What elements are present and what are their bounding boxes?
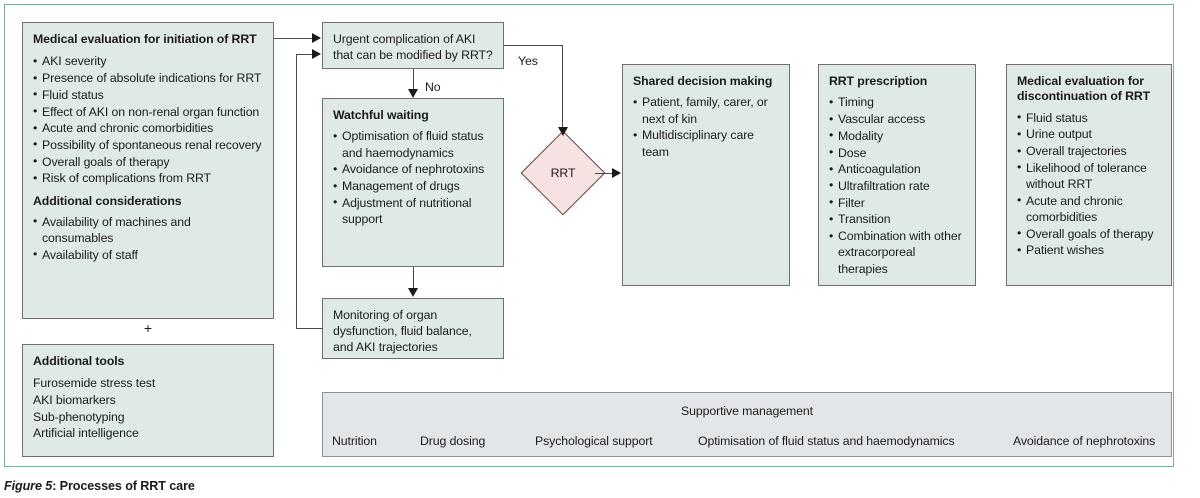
list-item: Risk of complications from RRT bbox=[33, 170, 263, 186]
list-item: Overall trajectories bbox=[1017, 143, 1161, 159]
list-item: Ultrafiltration rate bbox=[829, 177, 965, 194]
box-additional-tools-list: Furosemide stress test AKI biomarkers Su… bbox=[33, 375, 263, 441]
list-item: Possibility of spontaneous renal recover… bbox=[33, 136, 263, 153]
box-initiation-title: Medical evaluation for initiation of RRT bbox=[33, 32, 257, 46]
box-discontinuation-list: Fluid status Urine output Overall trajec… bbox=[1017, 109, 1161, 259]
box-urgent-complication-text: Urgent complication of AKI that can be m… bbox=[333, 32, 493, 63]
connector-rrt-to-shared bbox=[595, 173, 614, 174]
supportive-management-bar: Supportive management Nutrition Drug dos… bbox=[322, 392, 1172, 457]
box-initiation: Medical evaluation for initiation of RRT… bbox=[22, 22, 274, 319]
list-item: Adjustment of nutritional support bbox=[333, 194, 493, 227]
list-item: Management of drugs bbox=[333, 178, 493, 194]
list-item: AKI biomarkers bbox=[33, 392, 116, 407]
list-item: Sub-phenotyping bbox=[33, 409, 125, 424]
box-watchful-waiting-title: Watchful waiting bbox=[333, 108, 429, 122]
list-item: Overall goals of therapy bbox=[33, 153, 263, 170]
supportive-management-title: Supportive management bbox=[681, 404, 813, 418]
box-additional-tools: Additional tools Furosemide stress test … bbox=[22, 344, 274, 457]
box-urgent-complication: Urgent complication of AKI that can be m… bbox=[322, 22, 504, 69]
box-initiation-list: AKI severity Presence of absolute indica… bbox=[33, 53, 263, 186]
list-item: Filter bbox=[829, 194, 965, 211]
list-item: Patient, family, carer, or next of kin bbox=[633, 94, 779, 126]
arrowhead-yes-to-rrt bbox=[558, 127, 568, 136]
list-item: Likelihood of tolerance without RRT bbox=[1017, 159, 1161, 192]
list-item: Timing bbox=[829, 94, 965, 110]
box-additional-tools-title: Additional tools bbox=[33, 354, 125, 368]
decision-rrt-label: RRT bbox=[550, 166, 576, 180]
connector-yes-horizontal bbox=[504, 45, 563, 46]
connector-monitoring-left bbox=[296, 328, 323, 329]
list-item: Dose bbox=[829, 144, 965, 161]
connector-initiation-to-urgent bbox=[274, 38, 313, 39]
box-shared-decision-title: Shared decision making bbox=[633, 74, 773, 88]
figure-caption-text: : Processes of RRT care bbox=[52, 479, 195, 493]
list-item: Avoidance of nephrotoxins bbox=[333, 161, 493, 177]
connector-monitoring-to-urgent bbox=[296, 54, 313, 55]
list-item: AKI severity bbox=[33, 53, 263, 69]
list-item: Transition bbox=[829, 211, 965, 227]
figure-caption: Figure 5: Processes of RRT care bbox=[4, 479, 195, 493]
box-discontinuation-title: Medical evaluation for discontinuation o… bbox=[1017, 74, 1151, 104]
list-item: Modality bbox=[829, 127, 965, 144]
box-shared-decision-list: Patient, family, carer, or next of kin M… bbox=[633, 94, 779, 159]
supportive-management-items: Nutrition Drug dosing Psychological supp… bbox=[323, 434, 1171, 454]
arrowhead-initiation-to-urgent bbox=[312, 33, 321, 43]
box-monitoring-text: Monitoring of organ dysfunction, fluid b… bbox=[333, 308, 472, 355]
supportive-item-avoidance-nephrotoxins: Avoidance of nephrotoxins bbox=[1013, 434, 1156, 448]
supportive-item-psychological-support: Psychological support bbox=[535, 434, 653, 448]
list-item: Vascular access bbox=[829, 111, 965, 127]
connector-watchful-to-monitoring bbox=[413, 267, 414, 288]
figure-caption-prefix: Figure 5 bbox=[4, 479, 53, 493]
box-rrt-prescription: RRT prescription Timing Vascular access … bbox=[818, 64, 976, 286]
box-rrt-prescription-title: RRT prescription bbox=[829, 74, 928, 88]
list-item: Optimisation of fluid status and haemody… bbox=[333, 128, 493, 160]
edge-label-yes: Yes bbox=[518, 54, 538, 68]
box-rrt-prescription-list: Timing Vascular access Modality Dose Ant… bbox=[829, 94, 965, 276]
list-item: Patient wishes bbox=[1017, 242, 1161, 258]
box-shared-decision-making: Shared decision making Patient, family, … bbox=[622, 64, 790, 286]
list-item: Effect of AKI on non-renal organ functio… bbox=[33, 103, 263, 120]
box-discontinuation: Medical evaluation for discontinuation o… bbox=[1006, 64, 1172, 286]
list-item: Multidisciplinary care team bbox=[633, 127, 779, 159]
box-initiation-sublist: Availability of machines and consumables… bbox=[33, 213, 263, 263]
supportive-item-optimisation: Optimisation of fluid status and haemody… bbox=[698, 434, 955, 448]
box-watchful-waiting-list: Optimisation of fluid status and haemody… bbox=[333, 128, 493, 227]
box-monitoring: Monitoring of organ dysfunction, fluid b… bbox=[322, 298, 504, 359]
supportive-item-nutrition: Nutrition bbox=[332, 434, 377, 448]
list-item: Acute and chronic comorbidities bbox=[33, 120, 263, 136]
supportive-item-drug-dosing: Drug dosing bbox=[420, 434, 486, 448]
list-item: Acute and chronic comorbidities bbox=[1017, 192, 1161, 225]
list-item: Availability of machines and consumables bbox=[33, 213, 263, 246]
arrowhead-watchful-to-monitoring bbox=[408, 288, 418, 297]
box-initiation-subhead: Additional considerations bbox=[33, 193, 182, 208]
list-item: Artificial intelligence bbox=[33, 426, 139, 441]
box-watchful-waiting: Watchful waiting Optimisation of fluid s… bbox=[322, 98, 504, 267]
arrowhead-urgent-to-watchful bbox=[408, 89, 418, 98]
list-item: Availability of staff bbox=[33, 246, 263, 263]
connector-yes-vertical bbox=[562, 45, 563, 128]
list-item: Overall goals of therapy bbox=[1017, 225, 1161, 242]
decision-rrt: RRT bbox=[520, 130, 606, 216]
plus-connector: + bbox=[143, 320, 153, 336]
list-item: Fluid status bbox=[1017, 109, 1161, 126]
connector-urgent-to-watchful bbox=[413, 69, 414, 90]
edge-label-no: No bbox=[425, 80, 441, 94]
arrowhead-monitoring-to-urgent bbox=[312, 49, 321, 59]
list-item: Combination with other extracorporeal th… bbox=[829, 228, 965, 277]
list-item: Anticoagulation bbox=[829, 161, 965, 177]
list-item: Urine output bbox=[1017, 126, 1161, 142]
list-item: Presence of absolute indications for RRT bbox=[33, 70, 263, 86]
list-item: Fluid status bbox=[33, 86, 263, 103]
arrowhead-rrt-to-shared bbox=[612, 168, 621, 178]
connector-monitoring-vertical bbox=[296, 54, 297, 329]
list-item: Furosemide stress test bbox=[33, 376, 156, 391]
